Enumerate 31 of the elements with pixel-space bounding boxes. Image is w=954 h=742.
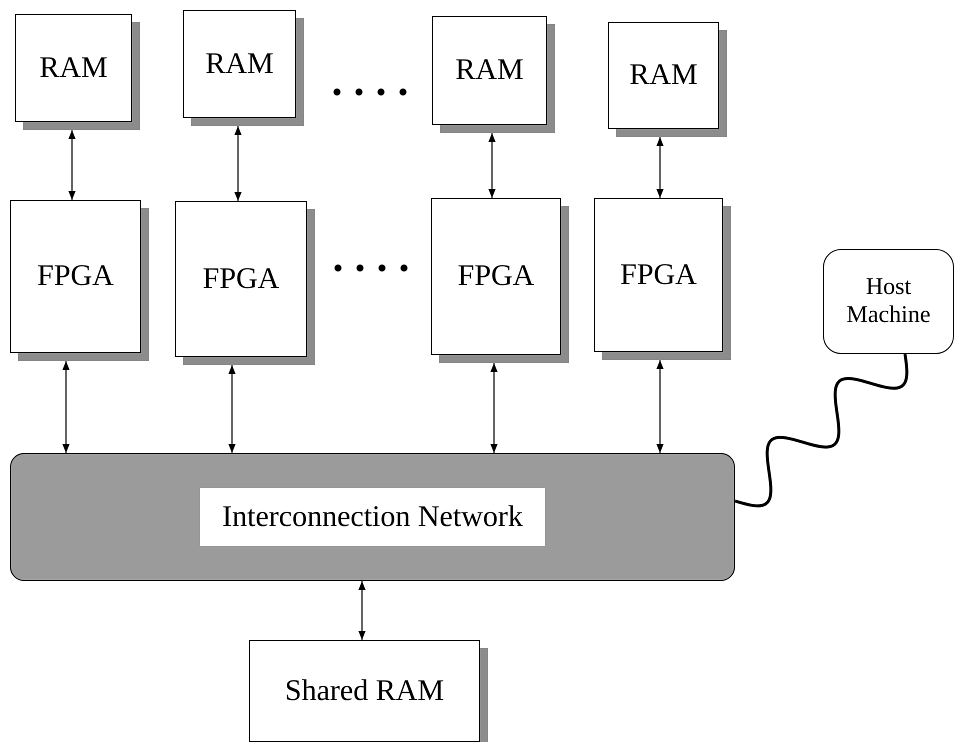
component-label: Shared RAM	[284, 674, 444, 708]
component-label: RAM	[205, 46, 274, 82]
component-label: RAM	[629, 58, 698, 93]
component-box	[431, 198, 569, 363]
component-box	[10, 200, 149, 361]
double-arrow	[234, 126, 242, 201]
double-arrow	[358, 581, 366, 640]
component-label: FPGA	[620, 258, 697, 292]
wavy-line	[734, 354, 908, 508]
component-label: FPGA	[202, 262, 280, 296]
component-box	[175, 201, 315, 365]
component-label: RAM	[39, 50, 108, 86]
double-arrow	[490, 363, 498, 453]
double-arrow	[488, 133, 496, 198]
component-box	[594, 198, 731, 360]
component-label: FPGA	[458, 259, 534, 294]
network-box	[10, 453, 735, 581]
double-arrow	[68, 130, 76, 200]
host-box	[823, 249, 954, 354]
double-arrow	[656, 360, 664, 453]
double-arrow	[656, 137, 664, 198]
double-arrow	[228, 365, 236, 453]
component-label: RAM	[455, 53, 524, 88]
component-box	[608, 22, 727, 137]
host-label: Host Machine	[846, 274, 932, 330]
component-label: FPGA	[37, 259, 114, 294]
network-label: Interconnection Network	[200, 488, 545, 546]
component-box	[432, 16, 555, 133]
component-box	[183, 10, 304, 126]
double-arrow	[62, 361, 70, 453]
component-box	[15, 14, 140, 130]
